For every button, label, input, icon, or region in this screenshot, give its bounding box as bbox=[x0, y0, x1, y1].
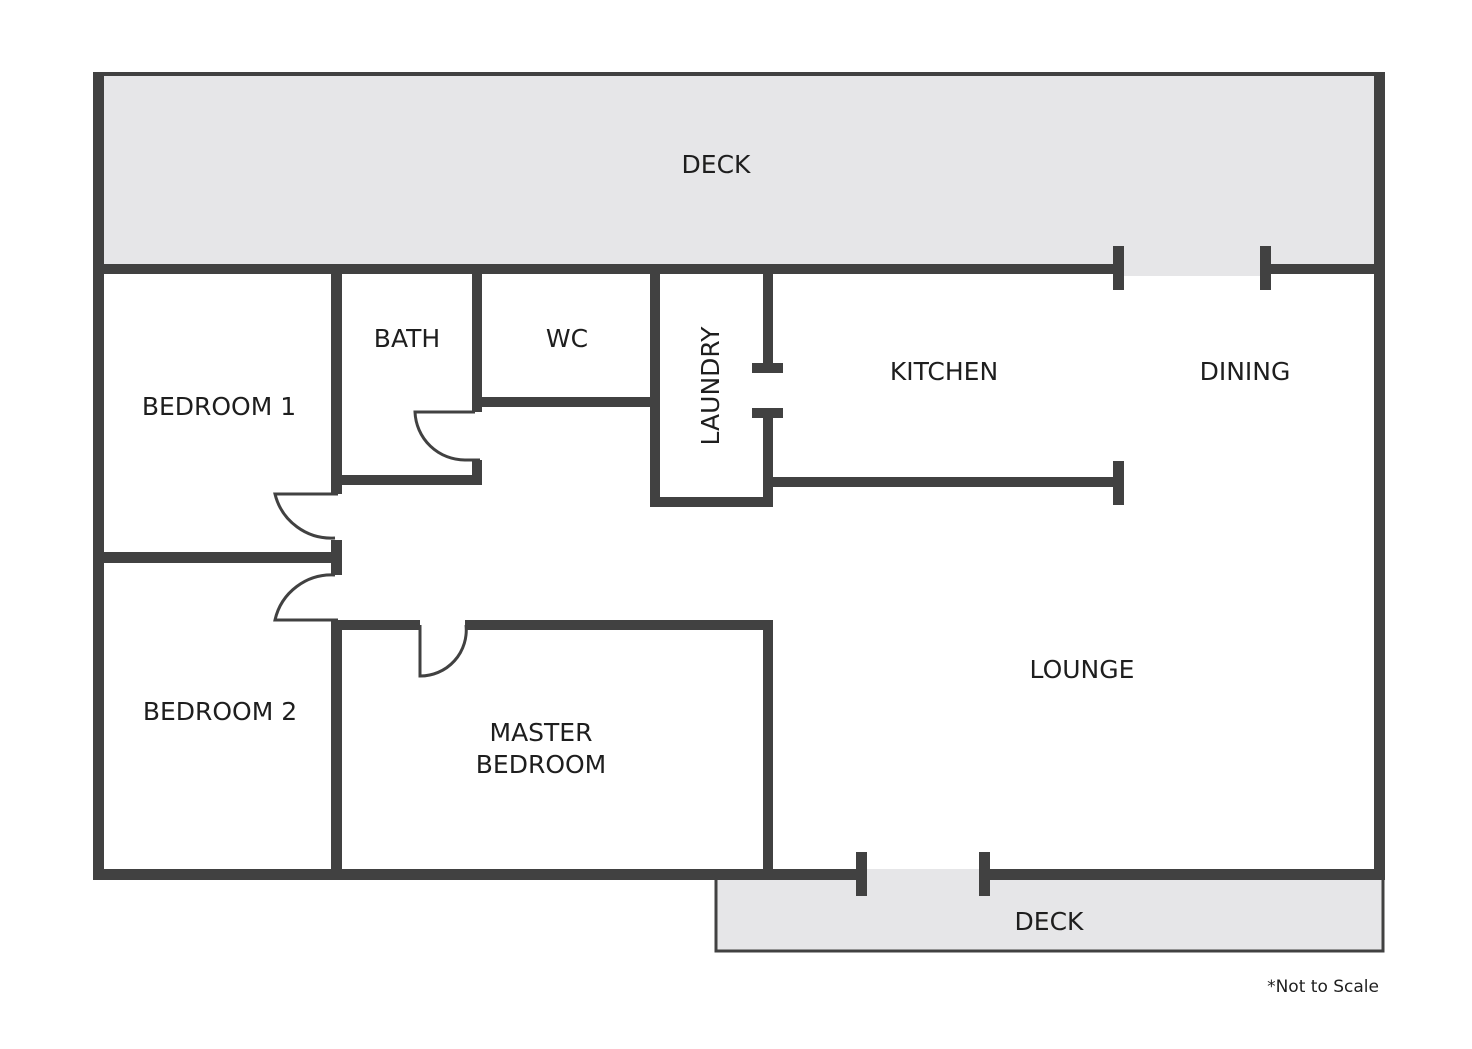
wall-bedroom1-right-upper bbox=[331, 264, 342, 494]
bedroom1-door-arc bbox=[273, 492, 338, 540]
label-bedroom-2: BEDROOM 2 bbox=[143, 697, 297, 726]
room-labels: DECK BEDROOM 1 BATH WC LAUNDRY KITCHEN D… bbox=[142, 150, 1291, 936]
swing-doors bbox=[273, 410, 480, 678]
wall-master-top-right bbox=[465, 620, 773, 630]
wall-deck-boundary-right bbox=[1265, 264, 1385, 274]
master-door-arc bbox=[418, 624, 468, 678]
wall-bottom-mid bbox=[765, 869, 863, 880]
deck-top-opening bbox=[1120, 268, 1266, 276]
not-to-scale-note: *Not to Scale bbox=[1267, 977, 1379, 997]
dining-door-jamb-right bbox=[1260, 246, 1271, 290]
interior-walls bbox=[93, 264, 1124, 880]
label-bath: BATH bbox=[374, 324, 440, 353]
wall-deck-boundary-left bbox=[93, 264, 1120, 274]
outer-walls bbox=[93, 72, 1385, 880]
label-deck-bottom: DECK bbox=[1015, 907, 1085, 936]
dining-door-jamb-left bbox=[1113, 246, 1124, 290]
label-master-line1: MASTER bbox=[490, 718, 593, 747]
label-dining: DINING bbox=[1200, 357, 1291, 386]
deck-bottom-area bbox=[714, 873, 1385, 953]
wall-laundry-kitchen-upper-cap bbox=[752, 363, 783, 373]
deck-bottom-opening bbox=[862, 869, 984, 877]
bath-door-arc bbox=[413, 410, 480, 462]
wall-bedroom2-master bbox=[331, 620, 342, 880]
bedroom2-door-arc bbox=[273, 573, 338, 622]
wall-bath-door-stub bbox=[472, 460, 482, 485]
wall-laundry-kitchen-lower bbox=[763, 408, 773, 507]
wall-master-right bbox=[763, 620, 773, 880]
wall-bottom-right bbox=[984, 869, 1385, 880]
wall-right bbox=[1374, 72, 1385, 880]
wall-wc-laundry bbox=[650, 264, 660, 507]
wall-kitchen-bench bbox=[763, 477, 1120, 487]
wall-kitchen-bench-cap bbox=[1113, 461, 1124, 505]
lounge-door-jamb-left bbox=[856, 852, 867, 896]
wall-bedroom1-bedroom2 bbox=[93, 552, 342, 563]
label-kitchen: KITCHEN bbox=[890, 357, 998, 386]
label-lounge: LOUNGE bbox=[1030, 655, 1135, 684]
label-bedroom-1: BEDROOM 1 bbox=[142, 392, 296, 421]
door-jambs bbox=[856, 246, 1271, 896]
deck-top-edge bbox=[93, 72, 1385, 76]
wall-bottom-left bbox=[93, 869, 775, 880]
label-laundry: LAUNDRY bbox=[696, 326, 725, 446]
wall-bath-bottom bbox=[331, 475, 482, 485]
wall-master-top-left bbox=[331, 620, 420, 630]
label-deck-top: DECK bbox=[682, 150, 752, 179]
label-wc: WC bbox=[546, 324, 588, 353]
wall-laundry-bottom bbox=[650, 497, 773, 507]
wall-bath-wc bbox=[472, 264, 482, 412]
lounge-door-jamb-right bbox=[979, 852, 990, 896]
deck-top-area bbox=[100, 75, 1380, 270]
label-master-line2: BEDROOM bbox=[476, 750, 607, 779]
wall-laundry-kitchen-upper bbox=[763, 264, 773, 372]
wall-wc-bottom bbox=[472, 397, 660, 407]
wall-left bbox=[93, 72, 104, 880]
